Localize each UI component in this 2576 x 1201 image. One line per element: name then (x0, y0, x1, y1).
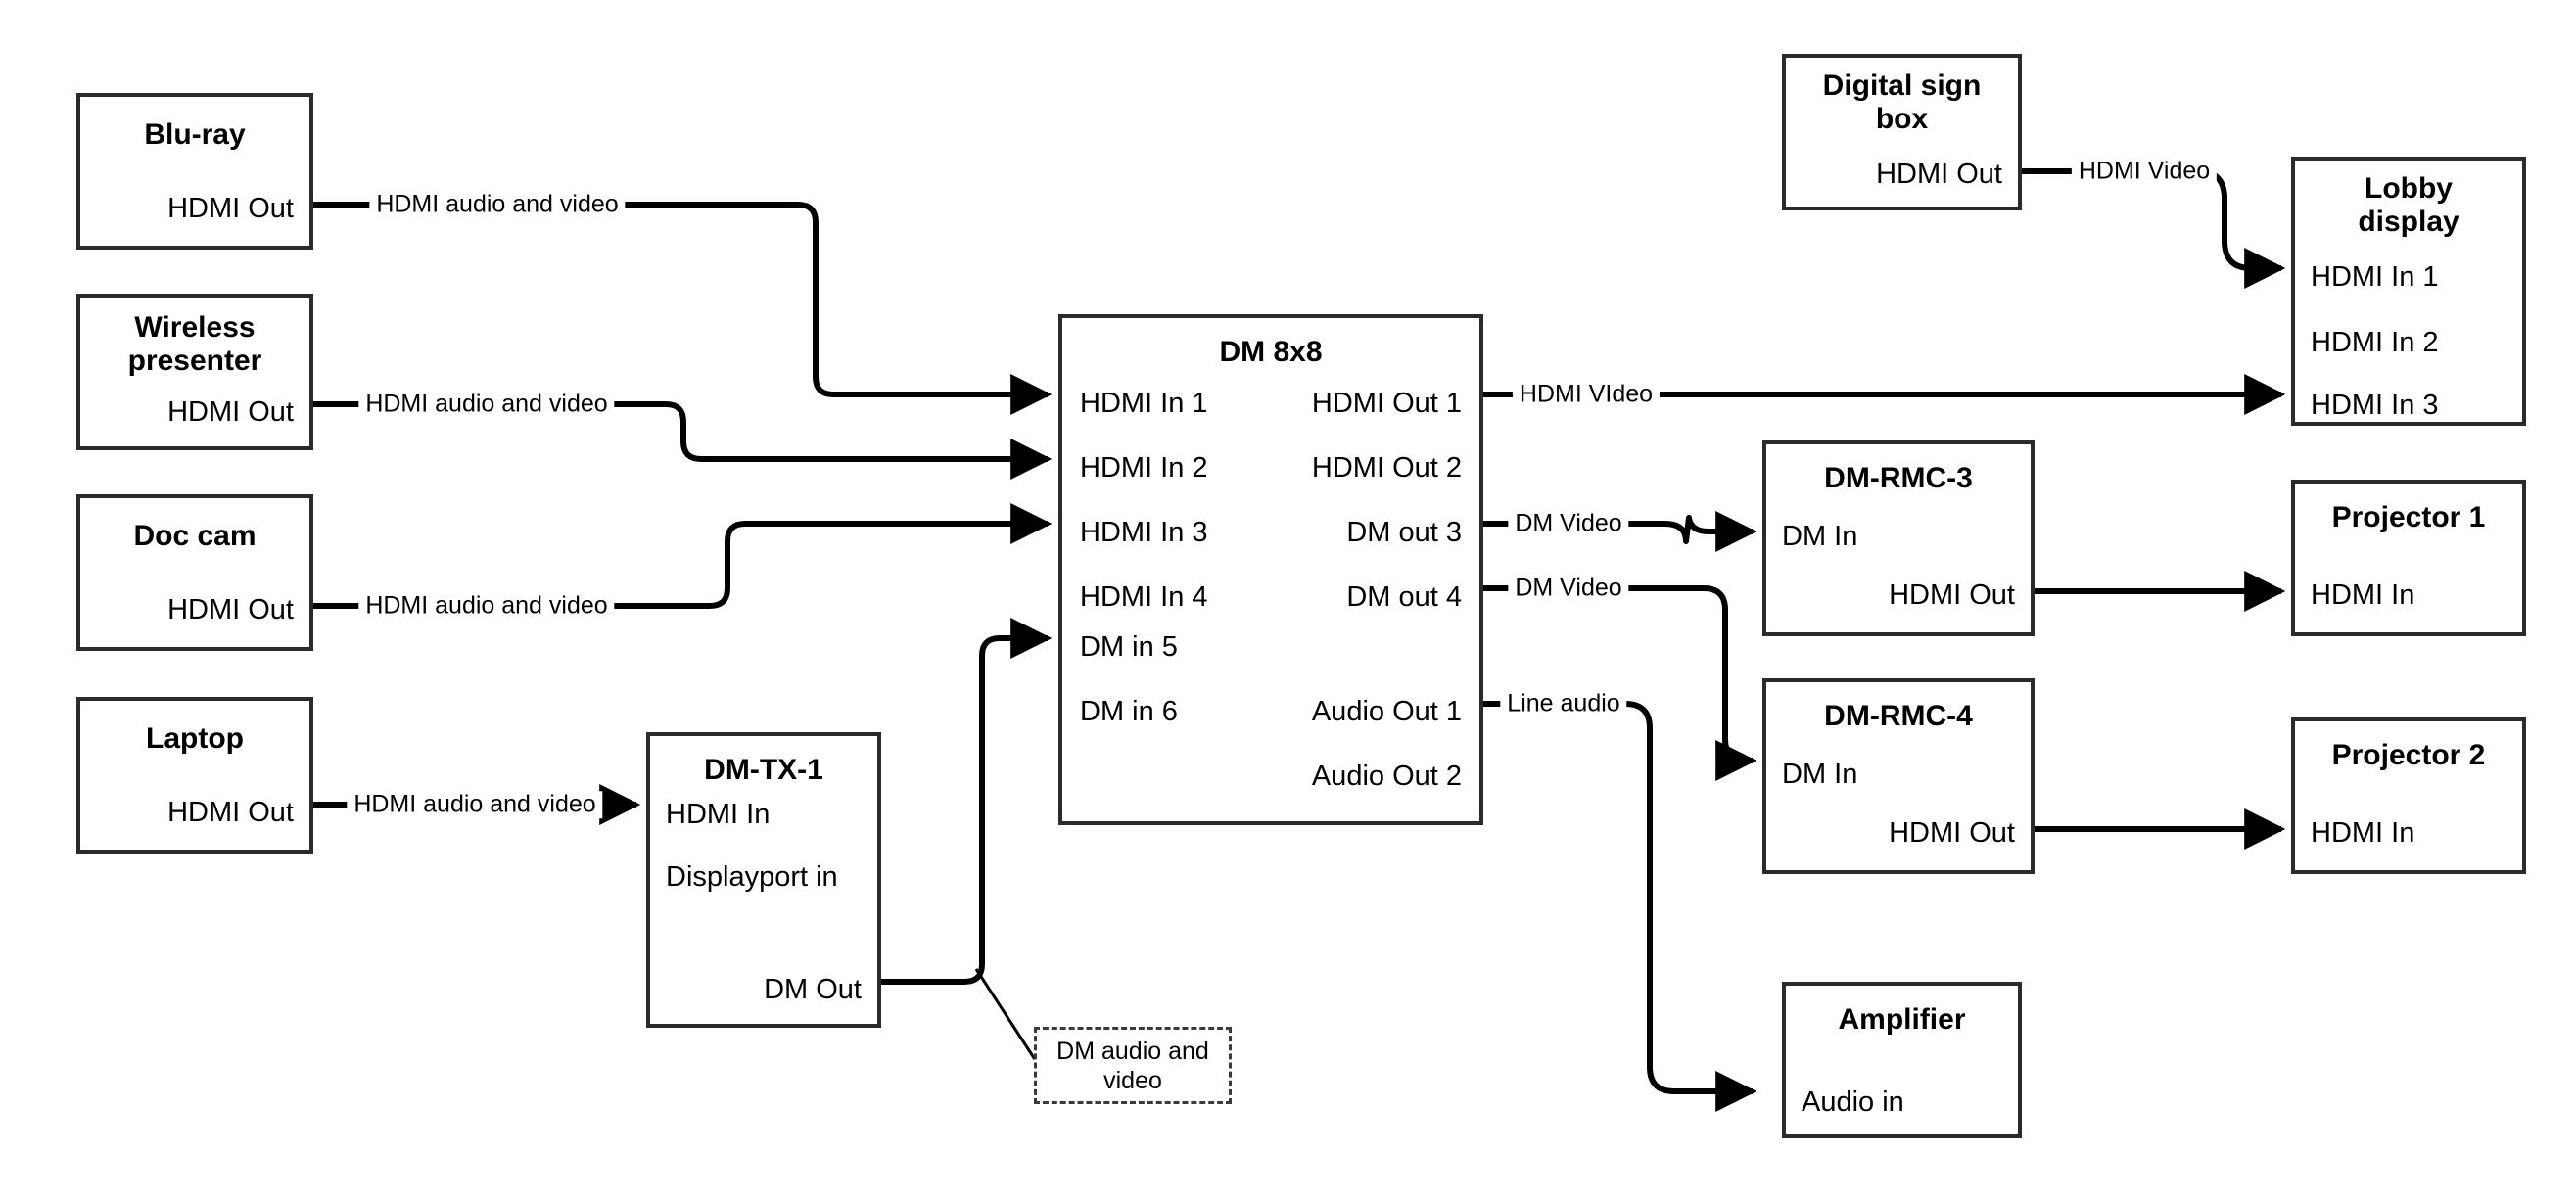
wire-sign-to-lobby-hdmi-in-1 (2022, 168, 2286, 289)
node-dm-8x8-input-hdmi-in-1[interactable]: HDMI In 1 (1080, 388, 1208, 419)
node-dm-tx-1-title: DM-TX-1 (704, 754, 823, 786)
node-laptop-title: Laptop (146, 722, 244, 755)
node-doc-cam-port-hdmi-out[interactable]: HDMI Out (167, 594, 294, 625)
node-dm-rmc-4-title: DM-RMC-4 (1824, 700, 1973, 732)
node-projector-1-title: Projector 1 (2331, 501, 2486, 533)
edge-label-dm-audio-to-amplifier: Line audio (1500, 690, 1627, 717)
node-dm-rmc-3-port-hdmi-out[interactable]: HDMI Out (1889, 579, 2015, 611)
edge-label-sign-to-lobby: HDMI Video (2071, 158, 2218, 185)
node-dm-8x8[interactable]: DM 8x8 HDMI In 1 HDMI In 2 HDMI In 3 HDM… (1058, 314, 1483, 825)
node-dm-8x8-input-hdmi-in-3[interactable]: HDMI In 3 (1080, 517, 1208, 548)
node-projector-1-port-hdmi-in[interactable]: HDMI In (2311, 579, 2415, 611)
callout-dm-audio-and-video: DM audio and video (1034, 1027, 1232, 1104)
node-doc-cam-title: Doc cam (133, 520, 257, 552)
node-dm-8x8-output-audio-out-2[interactable]: Audio Out 2 (1311, 761, 1462, 792)
node-dm-tx-1-port-dm-out[interactable]: DM Out (764, 974, 862, 1005)
node-dm-8x8-input-hdmi-in-4[interactable]: HDMI In 4 (1080, 581, 1208, 613)
edge-label-bluray-to-dm: HDMI audio and video (369, 191, 626, 218)
node-laptop-port-hdmi-out[interactable]: HDMI Out (167, 797, 294, 828)
edge-label-dm-hdmiout1-to-lobby: HDMI VIdeo (1512, 381, 1661, 408)
wire-dm-audio-to-amplifier (1483, 701, 1757, 1112)
node-dm-rmc-4[interactable]: DM-RMC-4 DM In HDMI Out (1762, 678, 2035, 874)
node-dm-8x8-output-audio-out-1[interactable]: Audio Out 1 (1311, 696, 1462, 727)
node-wireless-presenter-title: Wireless presenter (127, 311, 262, 377)
node-digital-sign-box[interactable]: Digital sign box HDMI Out (1782, 54, 2022, 210)
edge-label-dm-out3-to-dmrmc3: DM Video (1508, 510, 1629, 537)
node-lobby-display-title: Lobby display (2358, 172, 2459, 238)
edge-label-wireless-to-dm: HDMI audio and video (358, 391, 615, 418)
node-dm-rmc-3-port-dm-in[interactable]: DM In (1782, 521, 1858, 552)
node-dm-8x8-input-hdmi-in-2[interactable]: HDMI In 2 (1080, 452, 1208, 484)
node-digital-sign-box-title: Digital sign box (1822, 69, 1982, 135)
node-dm-8x8-output-hdmi-out-1[interactable]: HDMI Out 1 (1311, 388, 1462, 419)
node-dm-8x8-title: DM 8x8 (1219, 336, 1323, 368)
node-lobby-display[interactable]: Lobby display HDMI In 1 HDMI In 2 HDMI I… (2291, 157, 2526, 426)
node-projector-2[interactable]: Projector 2 HDMI In (2291, 717, 2526, 874)
node-projector-2-port-hdmi-in[interactable]: HDMI In (2311, 817, 2415, 849)
node-bluray-title: Blu-ray (144, 118, 246, 151)
node-amplifier-title: Amplifier (1838, 1003, 1966, 1036)
node-dm-8x8-output-hdmi-out-2[interactable]: HDMI Out 2 (1311, 452, 1462, 484)
node-bluray-port-hdmi-out[interactable]: HDMI Out (167, 193, 294, 224)
node-digital-sign-box-port-hdmi-out[interactable]: HDMI Out (1876, 159, 2002, 190)
edge-label-dm-out4-to-dmrmc4: DM Video (1508, 575, 1629, 602)
node-dm-8x8-input-dm-in-6[interactable]: DM in 6 (1080, 696, 1178, 727)
node-dm-8x8-output-dm-out-4[interactable]: DM out 4 (1346, 581, 1462, 613)
node-dm-rmc-3[interactable]: DM-RMC-3 DM In HDMI Out (1762, 440, 2035, 636)
node-dm-rmc-4-port-dm-in[interactable]: DM In (1782, 759, 1858, 790)
node-amplifier[interactable]: Amplifier Audio in (1782, 982, 2022, 1138)
edge-label-doccam-to-dm: HDMI audio and video (358, 592, 615, 620)
node-dm-tx-1[interactable]: DM-TX-1 HDMI In Displayport in DM Out (646, 732, 881, 1028)
wire-dmtx1-to-dm-in-5 (881, 618, 1053, 985)
node-dm-rmc-3-title: DM-RMC-3 (1824, 462, 1973, 494)
node-lobby-display-port-hdmi-in-1[interactable]: HDMI In 1 (2311, 261, 2439, 293)
node-dm-tx-1-port-displayport-in[interactable]: Displayport in (666, 861, 838, 893)
callout-leader-line (974, 968, 1042, 1068)
node-amplifier-port-audio-in[interactable]: Audio in (1802, 1086, 1904, 1118)
node-dm-8x8-input-dm-in-5[interactable]: DM in 5 (1080, 631, 1178, 663)
node-projector-2-title: Projector 2 (2331, 739, 2486, 771)
node-wireless-presenter[interactable]: Wireless presenter HDMI Out (76, 294, 313, 450)
node-doc-cam[interactable]: Doc cam HDMI Out (76, 494, 313, 651)
node-laptop[interactable]: Laptop HDMI Out (76, 697, 313, 854)
node-dm-tx-1-port-hdmi-in[interactable]: HDMI In (666, 799, 771, 830)
node-lobby-display-port-hdmi-in-2[interactable]: HDMI In 2 (2311, 327, 2439, 358)
wire-bluray-to-dm-hdmi-in-1 (313, 202, 1053, 415)
edge-label-laptop-to-dmtx1: HDMI audio and video (347, 791, 603, 818)
node-dm-rmc-4-port-hdmi-out[interactable]: HDMI Out (1889, 817, 2015, 849)
wire-dm-out4-to-dmrmc4 (1483, 585, 1757, 781)
node-lobby-display-port-hdmi-in-3[interactable]: HDMI In 3 (2311, 390, 2439, 421)
node-dm-8x8-output-dm-out-3[interactable]: DM out 3 (1346, 517, 1462, 548)
node-bluray[interactable]: Blu-ray HDMI Out (76, 93, 313, 250)
node-wireless-presenter-port-hdmi-out[interactable]: HDMI Out (167, 396, 294, 428)
node-projector-1[interactable]: Projector 1 HDMI In (2291, 480, 2526, 636)
